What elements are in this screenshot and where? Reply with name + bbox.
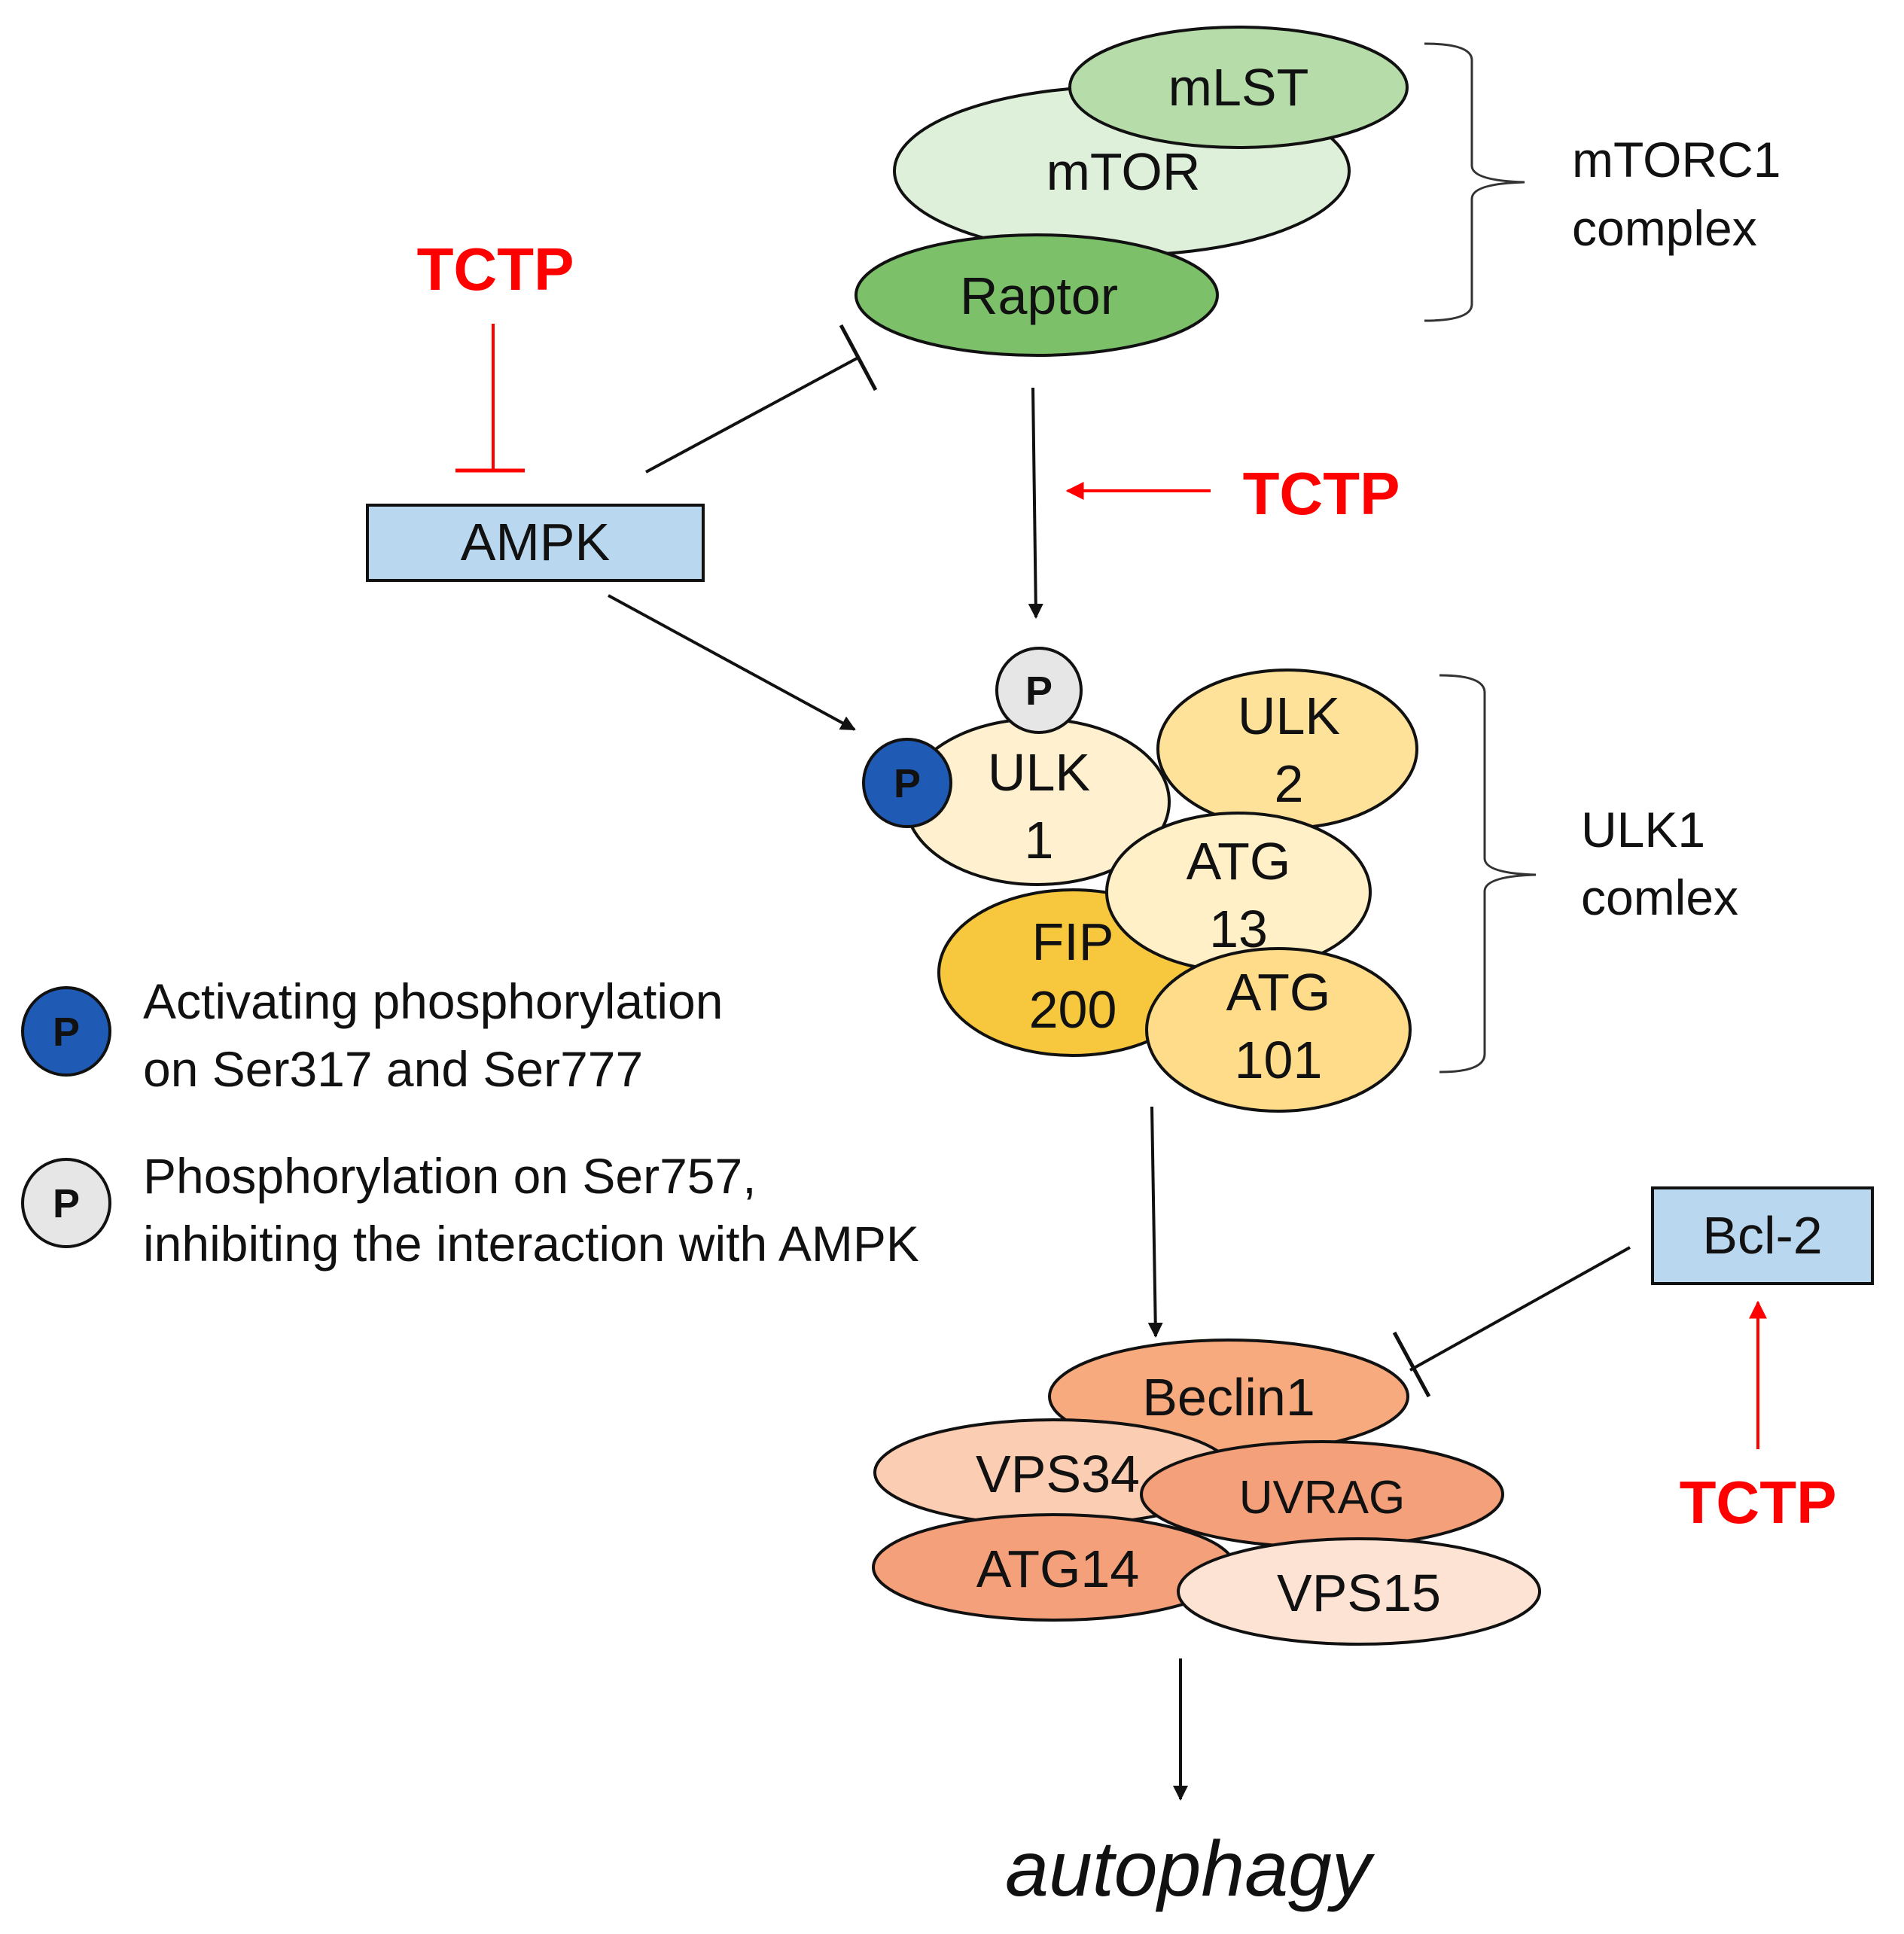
ulk1-label-1: ULK — [988, 743, 1090, 802]
p-activating-label: P — [894, 761, 921, 806]
raptor-label: Raptor — [960, 266, 1118, 325]
vps15-label: VPS15 — [1277, 1564, 1441, 1622]
tctp-mid-label: TCTP — [1243, 460, 1400, 527]
bcl2-box — [1651, 1186, 1874, 1285]
bcl2-inhibits-beclin-bar — [1392, 1331, 1431, 1398]
legend-active-p-icon — [21, 986, 111, 1077]
ulk1-label-2: 1 — [1025, 811, 1054, 870]
legend-inhib-p-icon — [21, 1158, 111, 1248]
bcl2-label: Bcl-2 — [1702, 1206, 1822, 1265]
mlst-label: mLST — [1168, 58, 1309, 117]
beclin1-complex: Beclin1 VPS34 UVRAG ATG14 VPS15 — [872, 1339, 1541, 1646]
beclin1-label: Beclin1 — [1142, 1368, 1315, 1427]
ampk-label: AMPK — [461, 513, 610, 571]
ampk-to-ulk-arrow — [608, 594, 856, 731]
ulk-to-beclin-arrow — [1147, 1106, 1163, 1338]
fip200-label-2: 200 — [1029, 980, 1117, 1039]
tctp-top-label: TCTP — [417, 236, 574, 303]
uvrag-label: UVRAG — [1239, 1472, 1405, 1524]
legend-inhib-text-1: Phosphorylation on Ser757, — [143, 1148, 757, 1204]
legend-active-text-2: on Ser317 and Ser777 — [143, 1041, 643, 1097]
p-inhibitory-label: P — [1025, 669, 1053, 714]
mtorc1-complex: mLST mTOR Raptor — [855, 26, 1409, 357]
ulk1-bracket — [1439, 674, 1537, 1074]
atg101-label-2: 101 — [1235, 1031, 1323, 1089]
mlst-node — [1068, 26, 1409, 149]
ampk-box — [366, 504, 705, 582]
atg13-label-1: ATG — [1187, 832, 1291, 891]
tctp-bottom-label: TCTP — [1680, 1469, 1837, 1536]
ulk2-label-2: 2 — [1275, 754, 1304, 813]
legend: P Activating phosphorylation on Ser317 a… — [21, 973, 919, 1272]
vps34-label: VPS34 — [976, 1445, 1140, 1503]
vps15-node — [1177, 1537, 1541, 1646]
p-inhibitory-badge — [995, 647, 1083, 734]
ulk1-bracket-label-1: ULK1 — [1581, 802, 1705, 857]
ampk-inhibits-raptor-bar — [839, 324, 878, 391]
atg101-node — [1145, 947, 1412, 1113]
mtor-label: mTOR — [1046, 142, 1201, 201]
bcl2-inhibits-beclin-line — [1409, 1246, 1631, 1372]
legend-inhib-p-label: P — [53, 1181, 80, 1226]
ulk2-label-1: ULK — [1238, 687, 1340, 745]
mtorc1-bracket-label-2: complex — [1572, 200, 1757, 256]
legend-active-p-label: P — [53, 1010, 80, 1055]
legend-inhib-text-2: inhibiting the interaction with AMPK — [143, 1216, 919, 1272]
mtorc1-bracket-label-1: mTORC1 — [1572, 132, 1781, 187]
raptor-to-ulk-arrow — [1028, 387, 1043, 619]
ulk1-bracket-label-2: comlex — [1581, 870, 1738, 925]
atg13-label-2: 13 — [1209, 900, 1268, 958]
ulk1-complex: P P ULK 1 ULK 2 ATG 13 FIP 200 ATG 101 — [862, 647, 1418, 1113]
p-activating-badge — [862, 738, 952, 828]
raptor-node — [855, 233, 1219, 357]
fip200-label-1: FIP — [1032, 912, 1114, 971]
atg14-label: ATG14 — [976, 1540, 1140, 1598]
mtorc1-bracket — [1424, 42, 1525, 322]
autophagy-label: autophagy — [1005, 1826, 1375, 1913]
ampk-inhibits-raptor-line — [645, 356, 859, 474]
legend-active-text-1: Activating phosphorylation — [143, 973, 723, 1029]
atg101-label-1: ATG — [1226, 963, 1331, 1022]
